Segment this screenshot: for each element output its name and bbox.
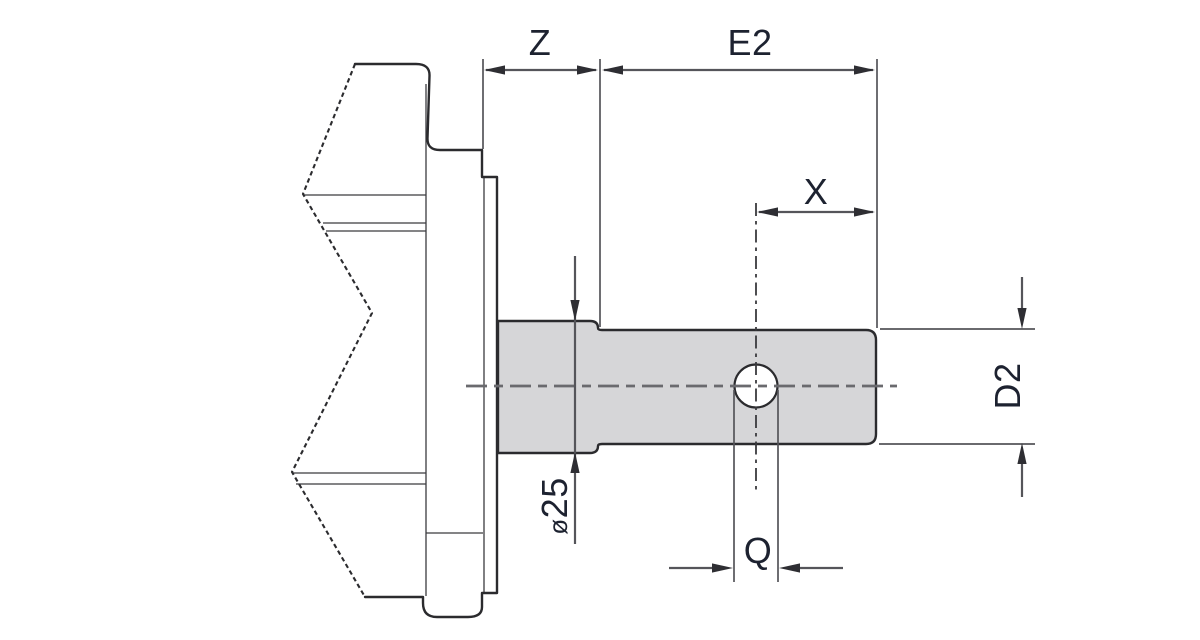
arrow-dia25-bottom xyxy=(570,452,580,473)
label-e2: E2 xyxy=(727,22,772,63)
arrow-x-left xyxy=(757,207,778,217)
arrow-q-right xyxy=(779,563,800,573)
label-dia25: ø25 xyxy=(534,477,575,534)
housing-break-edge xyxy=(290,63,374,598)
extension-lines xyxy=(482,59,1035,582)
arrow-e2-right xyxy=(854,65,875,75)
diameter-symbol: ø xyxy=(543,518,573,534)
arrow-d2-bottom xyxy=(1017,443,1027,464)
arrow-z-right xyxy=(577,65,598,75)
gearbox-housing xyxy=(290,62,499,619)
arrow-e2-left xyxy=(602,65,623,75)
arrow-dia25-top xyxy=(570,300,580,321)
arrow-x-right xyxy=(854,207,875,217)
centerlines xyxy=(466,203,897,490)
label-z: Z xyxy=(529,22,552,63)
label-q: Q xyxy=(744,530,773,571)
arrow-z-left xyxy=(484,65,505,75)
dimension-labels: Z E2 X Q D2 ø25 xyxy=(529,22,1028,571)
label-x: X xyxy=(804,171,829,212)
arrow-q-left xyxy=(712,563,733,573)
label-d2: D2 xyxy=(987,362,1028,409)
arrow-d2-top xyxy=(1017,308,1027,329)
diameter-value: 25 xyxy=(534,477,575,518)
dimension-arrowheads xyxy=(484,65,1027,573)
